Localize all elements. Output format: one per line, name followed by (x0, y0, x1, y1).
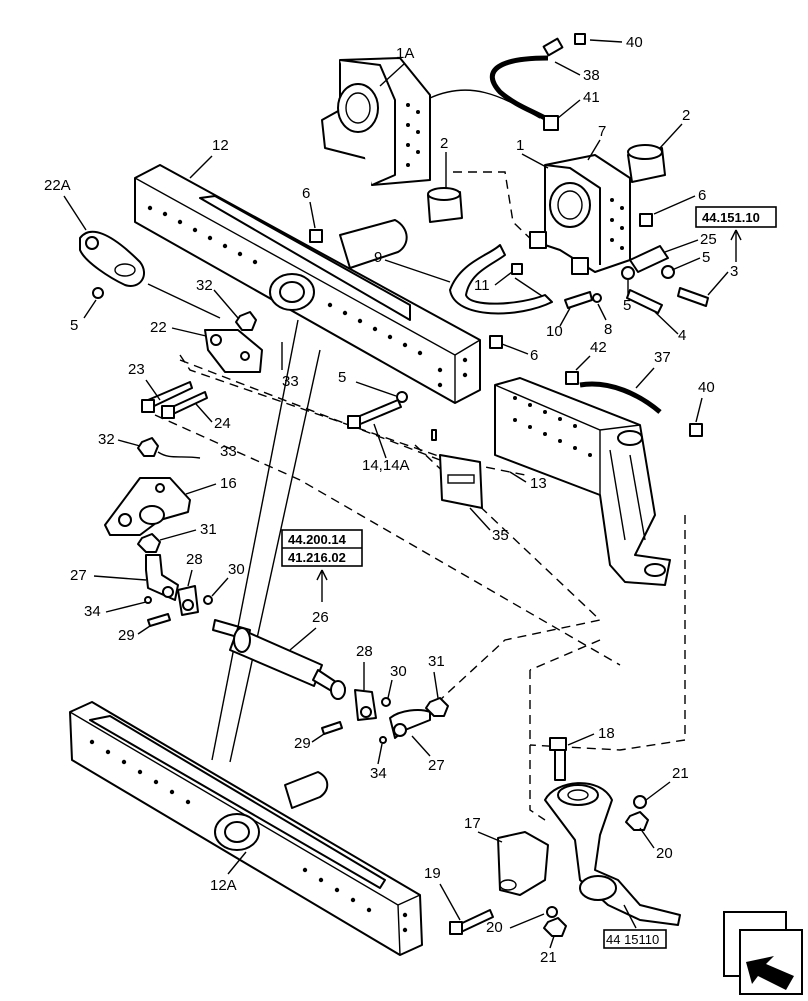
label-4: 4 (678, 327, 686, 344)
label-13: 13 (530, 475, 547, 492)
axle-beam-12 (134, 164, 481, 404)
steering-knuckle (449, 737, 681, 937)
ref-44-151-10: 44.151.10 (702, 210, 760, 225)
label-29-right: 29 (294, 735, 311, 752)
label-2-right: 2 (682, 107, 690, 124)
dashed-guide-lines (154, 171, 686, 821)
fitting-41 (543, 115, 559, 131)
label-30-left: 30 (228, 561, 245, 578)
assembly-lines (147, 89, 546, 763)
label-5-left: 5 (70, 317, 78, 334)
link-22A (79, 230, 145, 287)
label-12: 12 (212, 137, 229, 154)
ref-box-44-151-10 (695, 206, 777, 228)
label-35: 35 (492, 527, 509, 544)
label-20-upper: 20 (656, 845, 673, 862)
label-17: 17 (464, 815, 481, 832)
label-34-left: 34 (84, 603, 101, 620)
bushing-2 (427, 187, 463, 223)
ref-44-15110: 44 15110 (606, 932, 659, 947)
label-24: 24 (214, 415, 231, 432)
label-41: 41 (583, 89, 600, 106)
label-40: 40 (626, 34, 643, 51)
label-12A: 12A (210, 877, 237, 894)
bracket-22 (204, 329, 263, 373)
label-29-left: 29 (118, 627, 135, 644)
label-14-14A: 14,14A (362, 457, 410, 474)
label-1: 1 (516, 137, 524, 154)
next-page-arrow-icon (723, 911, 803, 995)
label-18: 18 (598, 725, 615, 742)
label-40-lower: 40 (698, 379, 715, 396)
label-38: 38 (583, 67, 600, 84)
label-23: 23 (128, 361, 145, 378)
label-28-left: 28 (186, 551, 203, 568)
label-6-mid: 6 (530, 347, 538, 364)
strap-9 (449, 244, 553, 315)
label-26: 26 (312, 609, 329, 626)
next-page-button[interactable] (722, 910, 806, 996)
label-28-right: 28 (356, 643, 373, 660)
label-11: 11 (474, 277, 490, 294)
ref-box-44-15110 (603, 929, 667, 949)
bolts-23-24 (141, 381, 208, 419)
steering-cylinder-26 (212, 619, 346, 700)
label-31-right: 31 (428, 653, 445, 670)
label-21-upper: 21 (672, 765, 689, 782)
ref-44-200-14: 44.200.14 (288, 532, 347, 547)
label-10: 10 (546, 323, 563, 340)
label-7: 7 (598, 123, 606, 140)
ref-41-216-02: 41.216.02 (288, 550, 346, 565)
label-27-right: 27 (428, 757, 445, 774)
label-2: 2 (440, 135, 448, 152)
callout-labels: 1A 40 38 41 7 2 2 1 12 22A 6 6 44.151.10… (44, 34, 777, 966)
label-30-right: 30 (390, 663, 407, 680)
tie-rod-end-27-left (137, 533, 213, 627)
label-5-center: 5 (338, 369, 346, 386)
shim-plate-35 (439, 454, 483, 509)
label-22A: 22A (44, 177, 71, 194)
axle-beam-12A (69, 701, 423, 956)
label-20-lower: 20 (486, 919, 503, 936)
steering-arm-16 (104, 477, 191, 536)
label-8: 8 (604, 321, 612, 338)
support-bracket-1A (321, 57, 431, 186)
label-37: 37 (654, 349, 671, 366)
label-32-top: 32 (196, 277, 213, 294)
label-19: 19 (424, 865, 441, 882)
label-6-top: 6 (302, 185, 310, 202)
pins-and-bolts (347, 245, 709, 441)
label-21-lower: 21 (540, 949, 557, 966)
label-3: 3 (730, 263, 738, 280)
label-9: 9 (374, 249, 382, 266)
label-27-left: 27 (70, 567, 87, 584)
nuts (92, 213, 653, 459)
bushing-2-right (627, 144, 666, 183)
label-1A: 1A (396, 45, 414, 62)
label-34-right: 34 (370, 765, 387, 782)
label-25: 25 (700, 231, 717, 248)
label-5-right: 5 (702, 249, 710, 266)
label-33-lower: 33 (220, 443, 237, 460)
tie-rod-end-27-right (321, 689, 449, 744)
label-31-left: 31 (200, 521, 217, 538)
hydraulic-hose-37 (565, 371, 703, 437)
label-6-right: 6 (698, 187, 706, 204)
label-33-top: 33 (282, 373, 299, 390)
label-22: 22 (150, 319, 167, 336)
label-42: 42 (590, 339, 607, 356)
label-32-lower: 32 (98, 431, 115, 448)
support-bracket-1 (529, 154, 631, 275)
label-5-mid: 5 (623, 297, 631, 314)
label-16: 16 (220, 475, 237, 492)
hydraulic-hose-38 (489, 33, 586, 121)
axle-support-13 (494, 377, 671, 586)
